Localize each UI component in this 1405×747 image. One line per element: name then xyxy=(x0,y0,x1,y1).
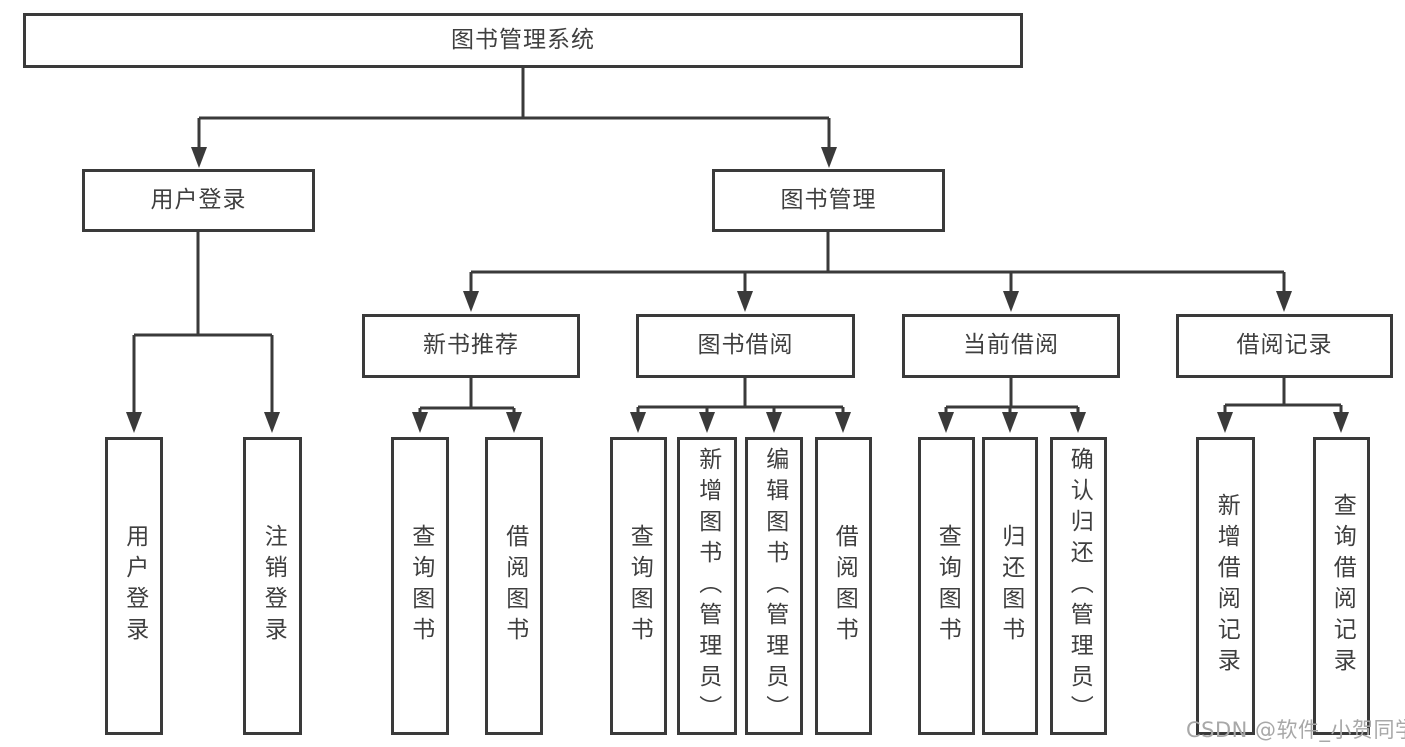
node-book-management: 图书管理 xyxy=(712,169,945,232)
leaf-record-add-borrow-record: 新增借阅记录 xyxy=(1196,437,1255,735)
leaf-logout: 注销登录 xyxy=(243,437,302,735)
connector-user-login-to-leaves xyxy=(126,232,280,433)
csdn-watermark: CSDN @软件_小贺同学 xyxy=(1186,718,1405,742)
node-book-borrow: 图书借阅 xyxy=(636,314,855,378)
leaf-record-query-borrow-record: 查询借阅记录 xyxy=(1313,437,1370,735)
leaf-newbook-borrow-book: 借阅图书 xyxy=(485,437,543,735)
node-new-book-recommend: 新书推荐 xyxy=(362,314,580,378)
connector-borrow-record-to-leaves xyxy=(1217,378,1349,433)
connector-root-to-level2 xyxy=(191,68,837,168)
leaf-borrow-edit-book-admin: 编辑图书（管理员） xyxy=(745,437,803,735)
node-current-borrow: 当前借阅 xyxy=(902,314,1120,378)
leaf-newbook-query-book: 查询图书 xyxy=(391,437,449,735)
connector-book-borrow-to-leaves xyxy=(630,378,851,433)
node-user-login: 用户登录 xyxy=(82,169,315,232)
node-borrow-record: 借阅记录 xyxy=(1176,314,1393,378)
leaf-current-confirm-return-admin: 确认归还（管理员） xyxy=(1050,437,1107,735)
connector-new-book-to-leaves xyxy=(412,378,522,433)
leaf-borrow-borrow-book: 借阅图书 xyxy=(815,437,872,735)
leaf-current-query-book: 查询图书 xyxy=(918,437,975,735)
leaf-user-login: 用户登录 xyxy=(105,437,163,735)
leaf-borrow-add-book-admin: 新增图书（管理员） xyxy=(677,437,737,735)
leaf-borrow-query-book: 查询图书 xyxy=(610,437,667,735)
leaf-current-return-book: 归还图书 xyxy=(982,437,1038,735)
connector-current-borrow-to-leaves xyxy=(938,378,1086,433)
connector-book-management-to-level3 xyxy=(463,232,1292,312)
node-library-management-system: 图书管理系统 xyxy=(23,13,1023,68)
